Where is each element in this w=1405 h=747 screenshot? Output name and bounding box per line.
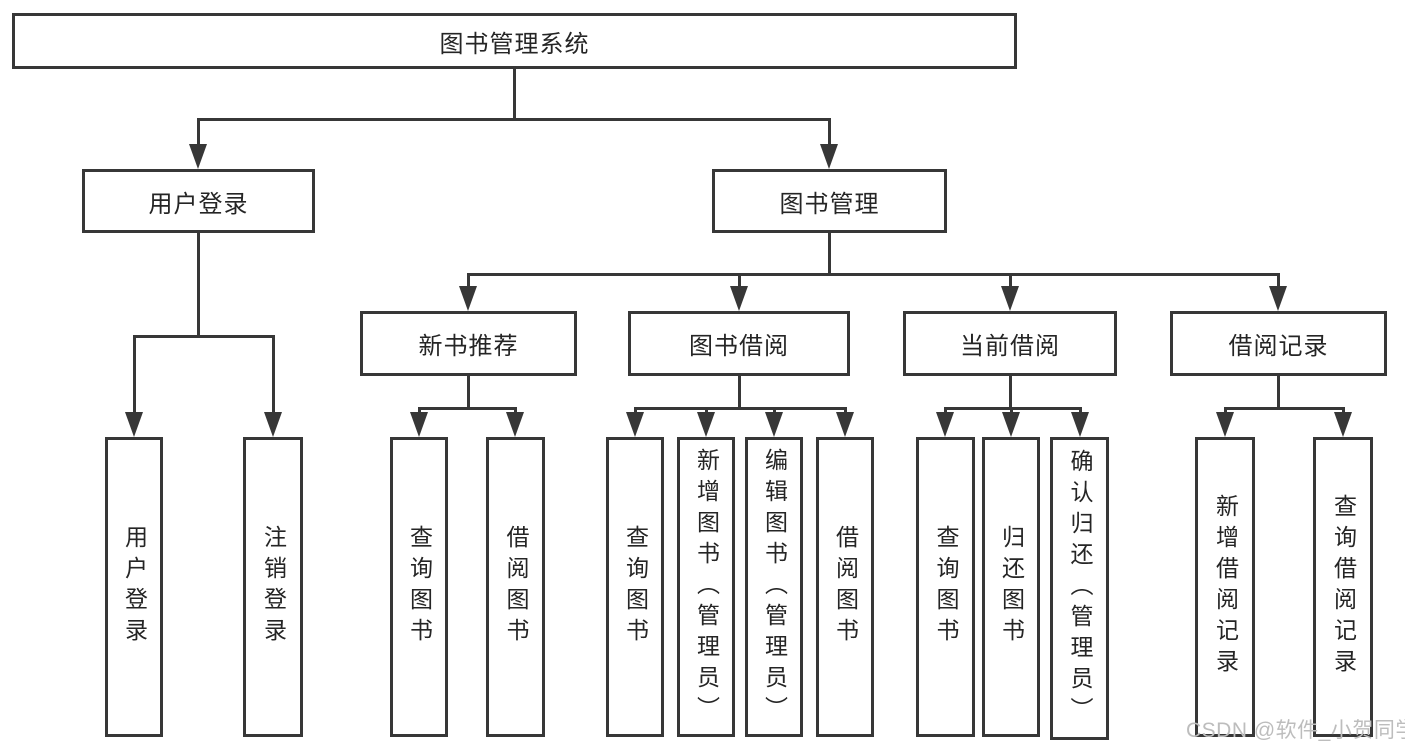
- connector-line: [633, 407, 637, 415]
- node-leaf-bb-borrow: 借阅图书: [816, 437, 874, 737]
- node-borrow-records: 借阅记录: [1170, 311, 1387, 376]
- connector-line: [196, 118, 831, 121]
- arrow-down-icon: [506, 412, 524, 437]
- node-leaf-cb-confirm: 确认归还（管理员）: [1050, 437, 1109, 740]
- connector-line: [1008, 376, 1012, 410]
- node-leaf-nb-query: 查询图书: [390, 437, 448, 737]
- connector-line: [417, 407, 517, 410]
- node-book-mgmt: 图书管理: [712, 169, 947, 233]
- connector-line: [1276, 273, 1280, 289]
- node-leaf-bb-add: 新增图书（管理员）: [677, 437, 735, 737]
- node-leaf-bb-edit: 编辑图书（管理员）: [745, 437, 803, 737]
- node-leaf-logout: 注销登录: [243, 437, 303, 737]
- connector-line: [1341, 407, 1345, 415]
- arrow-down-icon: [1002, 412, 1020, 437]
- arrow-down-icon: [697, 412, 715, 437]
- connector-line: [1276, 376, 1280, 410]
- connector-line: [633, 407, 847, 410]
- connector-line: [271, 335, 275, 415]
- node-leaf-br-query: 查询借阅记录: [1313, 437, 1373, 737]
- arrow-down-icon: [1071, 412, 1089, 437]
- connector-line: [466, 273, 1280, 276]
- arrow-down-icon: [1269, 286, 1287, 311]
- arrow-down-icon: [1216, 412, 1234, 437]
- watermark: CSDN @软件_小贺同学: [1186, 719, 1405, 742]
- arrow-down-icon: [820, 144, 838, 169]
- connector-line: [196, 233, 200, 338]
- arrow-down-icon: [730, 286, 748, 311]
- connector-line: [737, 273, 741, 289]
- node-user-login-branch: 用户登录: [82, 169, 315, 233]
- connector-line: [132, 335, 136, 415]
- connector-line: [827, 233, 831, 276]
- connector-line: [132, 335, 275, 338]
- arrow-down-icon: [765, 412, 783, 437]
- node-leaf-nb-borrow: 借阅图书: [486, 437, 545, 737]
- node-book-borrow: 图书借阅: [628, 311, 850, 376]
- connector-line: [943, 407, 1082, 410]
- arrow-down-icon: [125, 412, 143, 437]
- arrow-down-icon: [264, 412, 282, 437]
- node-leaf-bb-query: 查询图书: [606, 437, 664, 737]
- node-leaf-cb-query: 查询图书: [916, 437, 975, 737]
- connector-line: [1078, 407, 1082, 415]
- arrow-down-icon: [459, 286, 477, 311]
- arrow-down-icon: [936, 412, 954, 437]
- arrow-down-icon: [189, 144, 207, 169]
- connector-line: [827, 118, 831, 147]
- connector-line: [1008, 273, 1012, 289]
- connector-line: [417, 407, 421, 415]
- connector-line: [513, 407, 517, 415]
- arrow-down-icon: [626, 412, 644, 437]
- connector-line: [943, 407, 947, 415]
- connector-line: [466, 376, 470, 410]
- connector-line: [704, 407, 708, 415]
- node-leaf-user-login: 用户登录: [105, 437, 163, 737]
- arrow-down-icon: [1334, 412, 1352, 437]
- arrow-down-icon: [1001, 286, 1019, 311]
- connector-line: [466, 273, 470, 289]
- connector-line: [196, 118, 200, 147]
- connector-line: [512, 69, 516, 121]
- node-current-borrow: 当前借阅: [903, 311, 1117, 376]
- connector-line: [1223, 407, 1345, 410]
- arrow-down-icon: [410, 412, 428, 437]
- node-root: 图书管理系统: [12, 13, 1017, 69]
- connector-line: [843, 407, 847, 415]
- arrow-down-icon: [836, 412, 854, 437]
- node-leaf-cb-return: 归还图书: [982, 437, 1040, 737]
- connector-line: [737, 376, 741, 410]
- connector-line: [772, 407, 776, 415]
- connector-line: [1223, 407, 1227, 415]
- connector-line: [1009, 407, 1013, 415]
- node-leaf-br-add: 新增借阅记录: [1195, 437, 1255, 737]
- node-new-books: 新书推荐: [360, 311, 577, 376]
